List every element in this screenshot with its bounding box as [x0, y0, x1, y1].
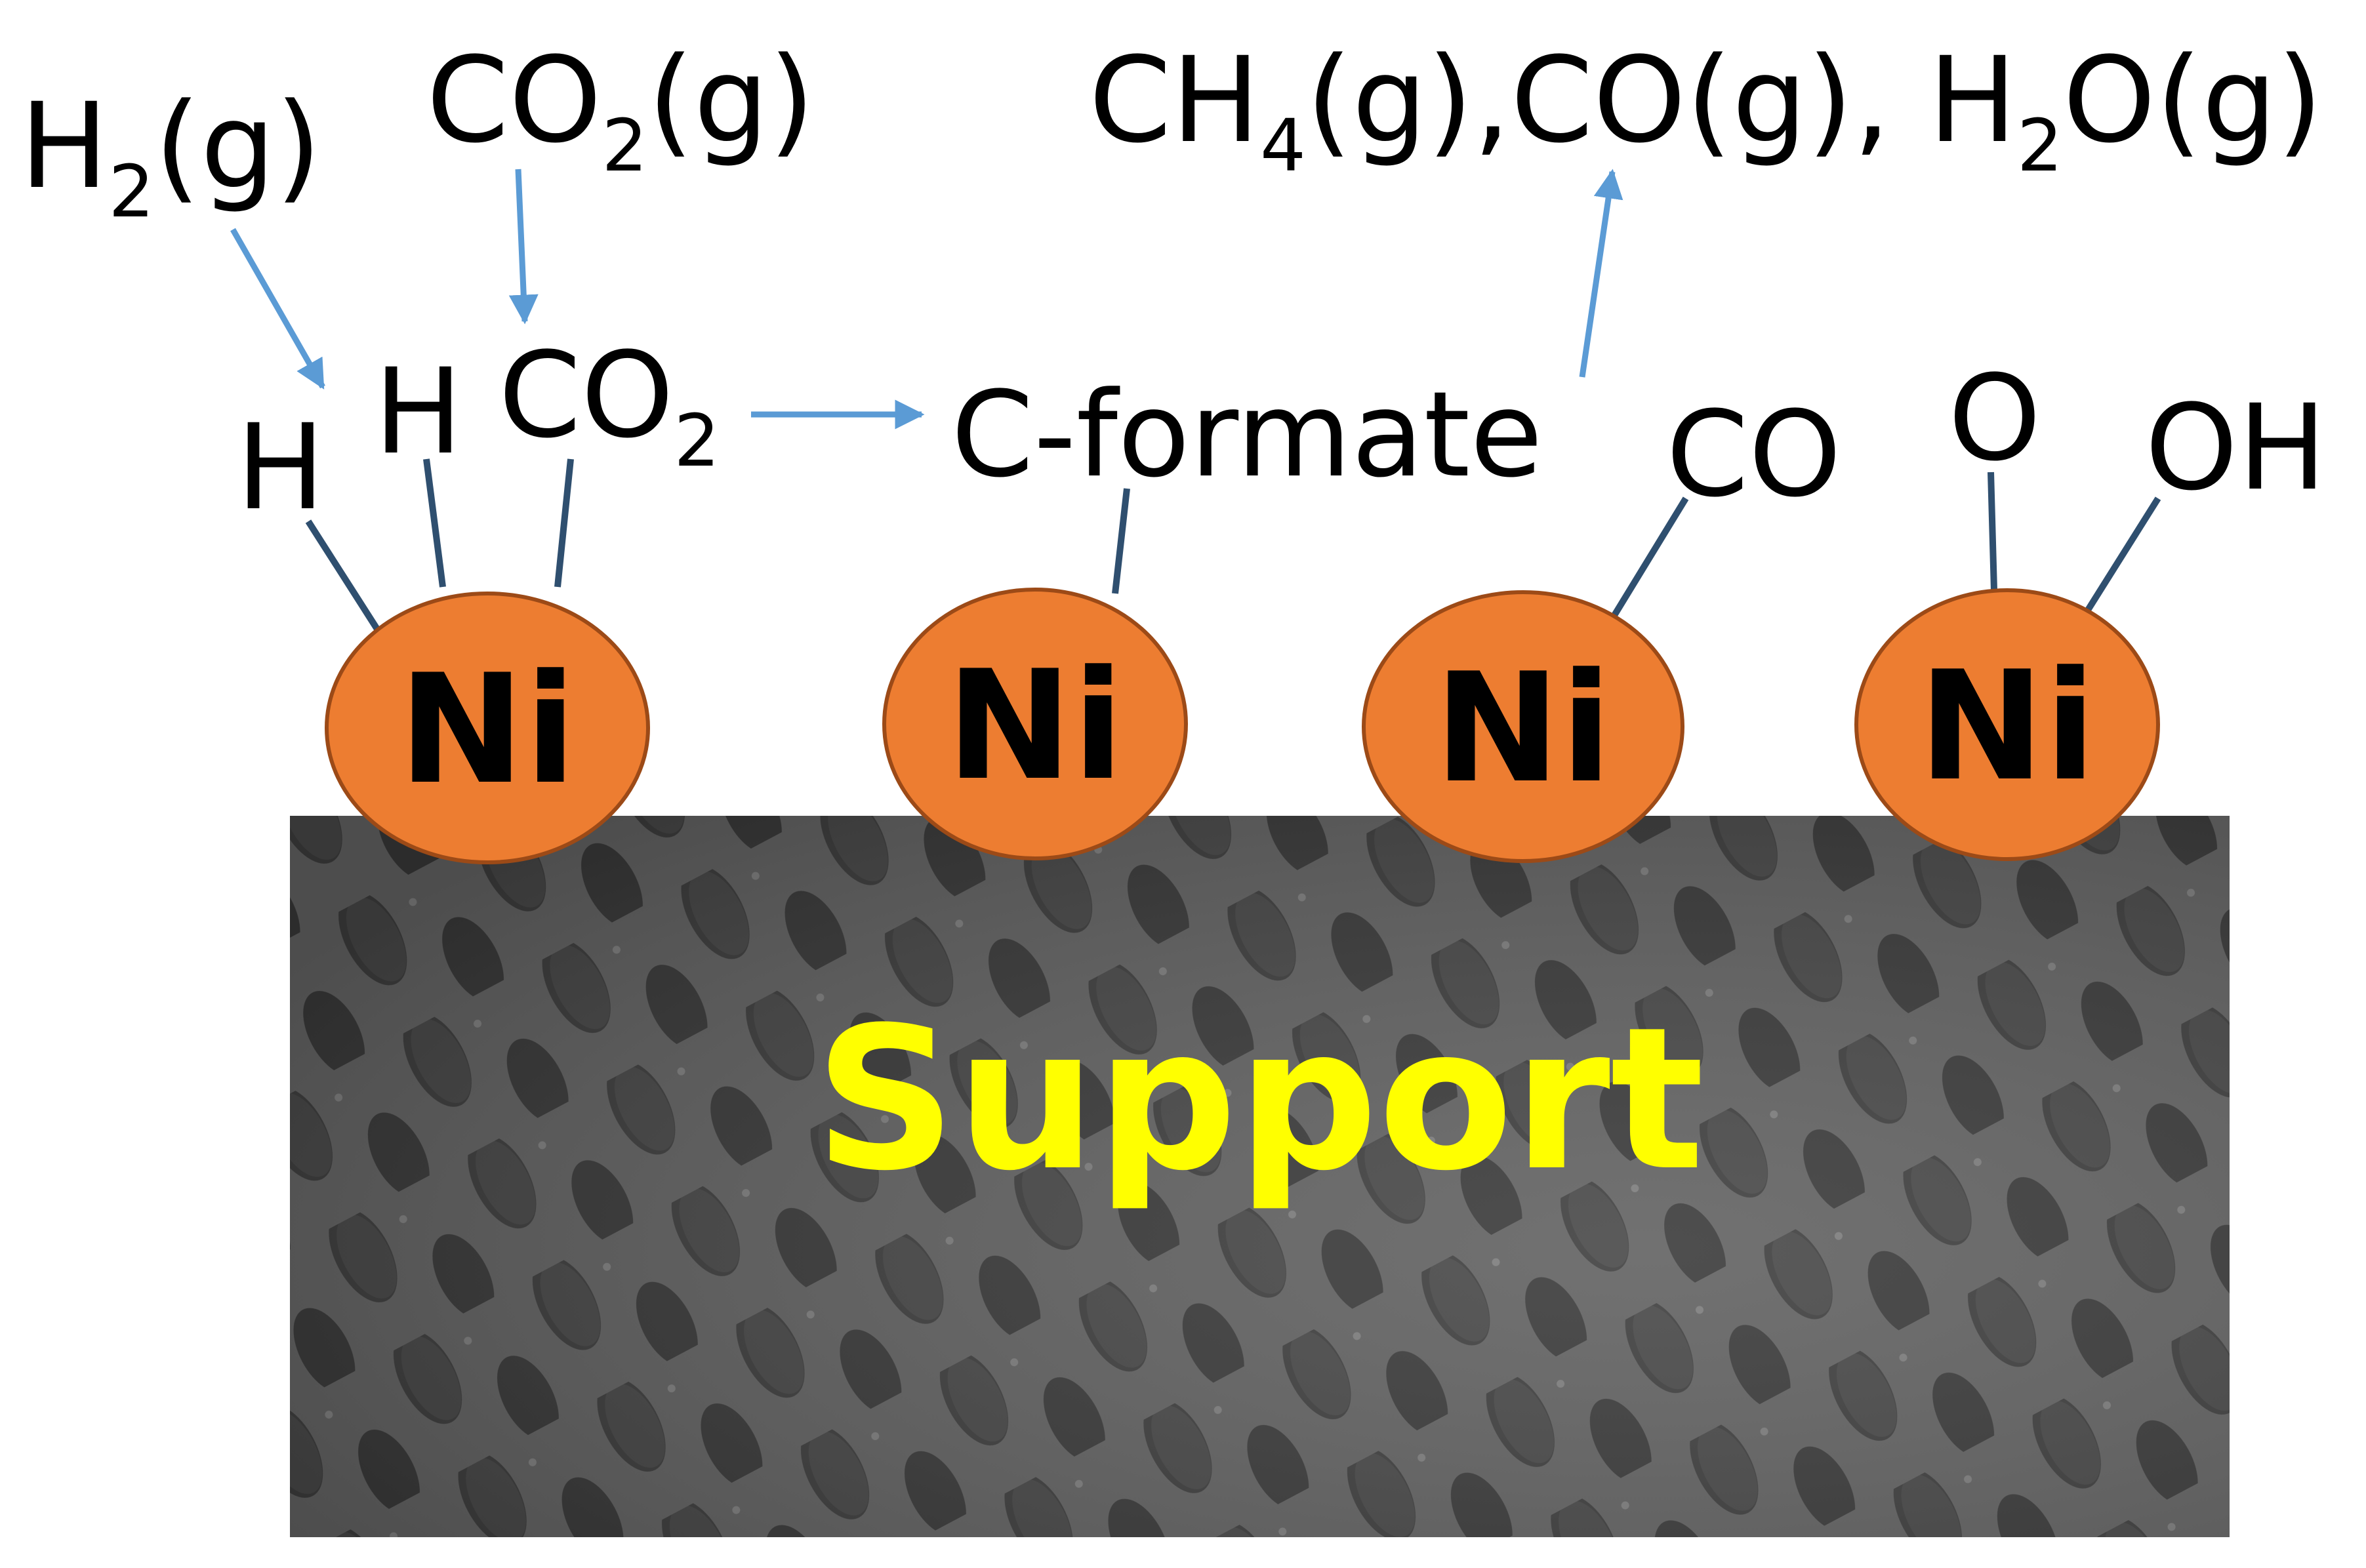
ni-particle-4: Ni: [1854, 588, 2160, 861]
adsorbed-co: CO: [1666, 386, 1841, 523]
adsorbate-bonds: [305, 458, 2161, 641]
adsorbed-c-formate: C-formate: [951, 367, 1543, 504]
ni-particle-2: Ni: [882, 588, 1188, 860]
ni-particle-label: Ni: [398, 643, 576, 818]
co2-gas-label: CO2(g): [426, 32, 815, 188]
bond-o: [1988, 472, 1997, 591]
ni-particle-label: Ni: [946, 639, 1124, 814]
adsorbed-h-left: H: [236, 399, 325, 536]
h2-gas-label: H2(g): [20, 78, 321, 233]
bond-h-right: [423, 458, 446, 588]
support-label: Support: [815, 985, 1705, 1214]
bond-co2: [554, 458, 574, 588]
ni-particle-shape: [325, 592, 650, 864]
arrow-co2-to-co2: [508, 169, 539, 325]
ni-particle-label: Ni: [1434, 641, 1612, 816]
products-gas-label: CH4(g),CO(g), H2O(g): [1089, 32, 2323, 188]
bond-co: [1610, 496, 1689, 618]
arrow-h2-to-h: [230, 228, 325, 390]
ni-particle-1: Ni: [325, 592, 650, 864]
adsorbed-oh: OH: [2145, 380, 2327, 517]
ni-particle-shape: [882, 588, 1188, 860]
bond-oh: [2083, 496, 2161, 615]
ni-particle-shape: [1362, 590, 1684, 863]
support-shade: [290, 816, 2230, 1537]
ni-particle-3: Ni: [1362, 590, 1684, 863]
adsorbed-o: O: [1948, 350, 2041, 487]
adsorbed-co2: CO2: [499, 327, 720, 483]
bond-c-formate: [1112, 488, 1130, 594]
arrow-formate-to-products: [1579, 169, 1623, 378]
ni-particle-shape: [1854, 588, 2160, 861]
adsorbed-h-right: H: [374, 344, 462, 481]
ni-particle-label: Ni: [1918, 639, 2096, 814]
bond-h-left: [305, 519, 387, 641]
flow-arrows: [230, 169, 1623, 430]
support-block: Support: [290, 816, 2230, 1537]
